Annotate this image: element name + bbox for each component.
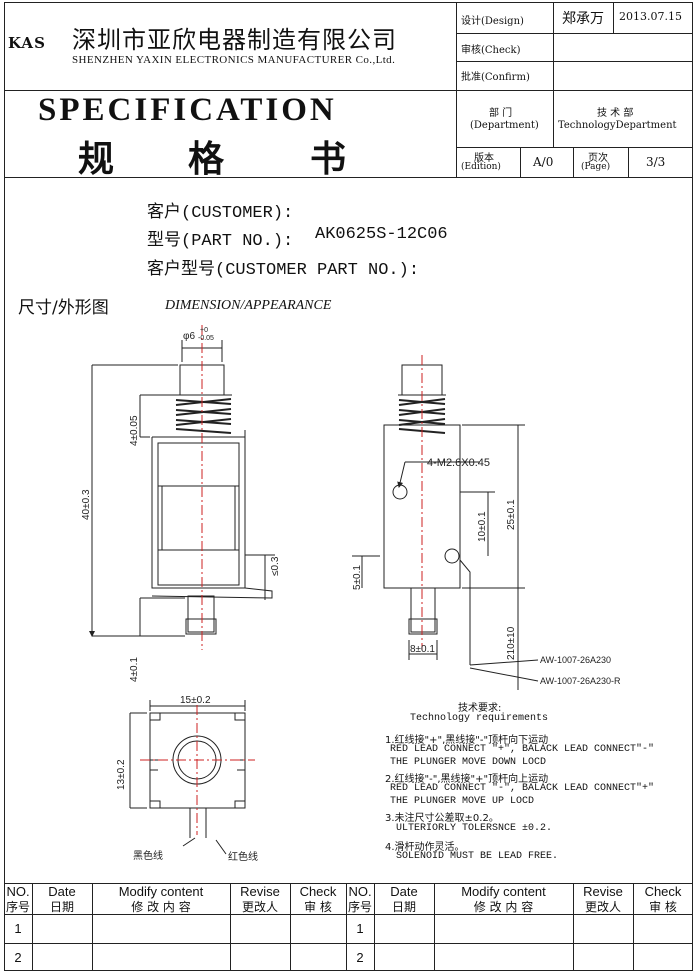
spec-title-cn-1: 规 [78,139,115,180]
req-3-cn: 3.未注尺寸公差取±0.2。 [385,813,499,824]
table-row-no: 2 [356,950,364,965]
dept-value-en: TechnologyDepartment [558,120,677,131]
col-check-cn-r: 审 核 [649,900,677,914]
col-date-r: Date [390,884,418,899]
table-row-no: 2 [14,950,22,965]
bottom-view [129,700,246,855]
req-2-en-2: THE PLUNGER MOVE UP LOCD [390,796,535,807]
dim-front-2: 40±0.3 [81,489,92,520]
dim-front-3: ≤0.3 [270,556,281,576]
dim-side-4: 8±0.1 [410,644,435,655]
company-name-cn: 深圳市亚欣电器制造有限公司 [72,26,397,54]
confirm-label: 批准(Confirm) [461,72,530,83]
dim-phi-tol-dn: -0.05 [198,335,214,342]
dim-front-1: 4±0.05 [129,415,140,446]
col-no-r: NO. [348,884,372,899]
design-label: 设计(Design) [461,16,524,27]
col-date-cn: 日期 [49,900,74,914]
header-divider [4,90,693,91]
col-revise-r: Revise [583,884,623,899]
req-title-en: Technology requirements [410,713,549,724]
dim-side-1: 25±0.1 [506,499,517,530]
page-label-en: (Page) [581,162,611,172]
dim-side-2: 10±0.1 [477,511,488,542]
part-no-label: 型号(PART NO.): [147,232,294,251]
customer-label: 客户(CUSTOMER): [147,204,294,223]
red-wire-label: 红色线 [228,850,258,863]
req-1-en-2: THE PLUNGER MOVE DOWN LOCD [390,757,547,768]
req-2-en-1: RED LEAD CONNECT "-", BALACK LEAD CONNEC… [390,783,655,794]
edition-value: A/0 [533,155,554,169]
table-row-no: 1 [356,921,364,936]
wire-label-2: AW-1007-26A230-R [540,676,621,686]
col-modify-cn: 修 改 内 容 [131,900,191,914]
dept-label-cn: 部 门 [489,108,513,119]
page-value: 3/3 [646,155,666,169]
dim-phi-tol-up: +0 [200,327,208,334]
dim-bottom-h: 13±0.2 [116,759,127,790]
col-date: Date [48,884,76,899]
dim-front-4: 4±0.1 [129,657,140,682]
req-2-cn: 2.红线接"-",黑线接"+"顶杆向上运动 [385,774,549,785]
dim-side-5: 210±10 [506,626,517,660]
header-bottom-line [4,177,693,178]
dept-value-cn: 技 术 部 [597,108,634,119]
header-col-divider [456,2,457,177]
page-label-cn: 页次 [588,153,608,164]
req-1-en-1: RED LEAD CONNECT "+", BALACK LEAD CONNEC… [390,744,655,755]
designer-name: 郑承万 [562,11,604,27]
col-modify-r: Modify content [461,884,546,899]
col-check: Check [299,884,337,899]
col-no: NO. [6,884,30,899]
dim-phi: φ6 [183,331,195,342]
spec-title-cn-2: 格 [188,139,225,180]
req-1-cn: 1.红线接"+",黑线接"-"顶杆向下运动 [385,735,549,746]
req-3-en-1: ULTERIORLY TOLERSNCE ±0.2. [396,823,553,834]
col-revise-cn-r: 更改人 [584,900,621,914]
table-row-no: 1 [14,921,22,936]
req-title-cn: 技术要求: [458,703,502,714]
col-no-cn: 序号 [5,900,30,914]
col-check-cn: 审 核 [304,900,332,914]
check-label: 审核(Check) [461,45,521,56]
edition-label-cn: 版本 [474,153,494,164]
dim-bottom-w: 15±0.2 [180,695,211,706]
document-frame [4,2,693,971]
company-logo: KAS [8,34,46,52]
section-title-cn: 尺寸/外形图 [18,298,109,318]
spec-title: SPECIFICATION [38,92,337,128]
part-no-value: AK0625S-12C06 [315,225,448,244]
dept-label-en: (Department) [470,120,539,131]
req-4-cn: 4.滑杆动作灵活。 [385,842,465,853]
col-modify-cn-r: 修 改 内 容 [473,900,534,914]
black-wire-label: 黑色线 [133,849,163,862]
section-title-en: DIMENSION/APPEARANCE [165,298,332,313]
col-revise: Revise [240,884,280,899]
spec-title-cn-3: 书 [310,139,347,180]
col-no-cn-r: 序号 [347,900,372,914]
front-view [92,340,275,636]
customer-part-label: 客户型号(CUSTOMER PART NO.): [147,261,420,280]
col-modify: Modify content [118,884,204,899]
col-check-r: Check [644,884,682,899]
col-revise-cn: 更改人 [241,900,278,914]
edition-label-en: (Edition) [461,162,501,172]
dim-side-3: 5±0.1 [352,565,363,590]
req-4-en-1: SOLENOID MUST BE LEAD FREE. [396,851,559,862]
col-date-cn-r: 日期 [391,900,416,914]
wire-label-1: AW-1007-26A230 [540,655,611,665]
dim-screw: 4-M2.6X0.45 [427,457,490,469]
design-date: 2013.07.15 [619,10,682,23]
company-name-en: SHENZHEN YAXIN ELECTRONICS MANUFACTURER … [72,54,396,66]
